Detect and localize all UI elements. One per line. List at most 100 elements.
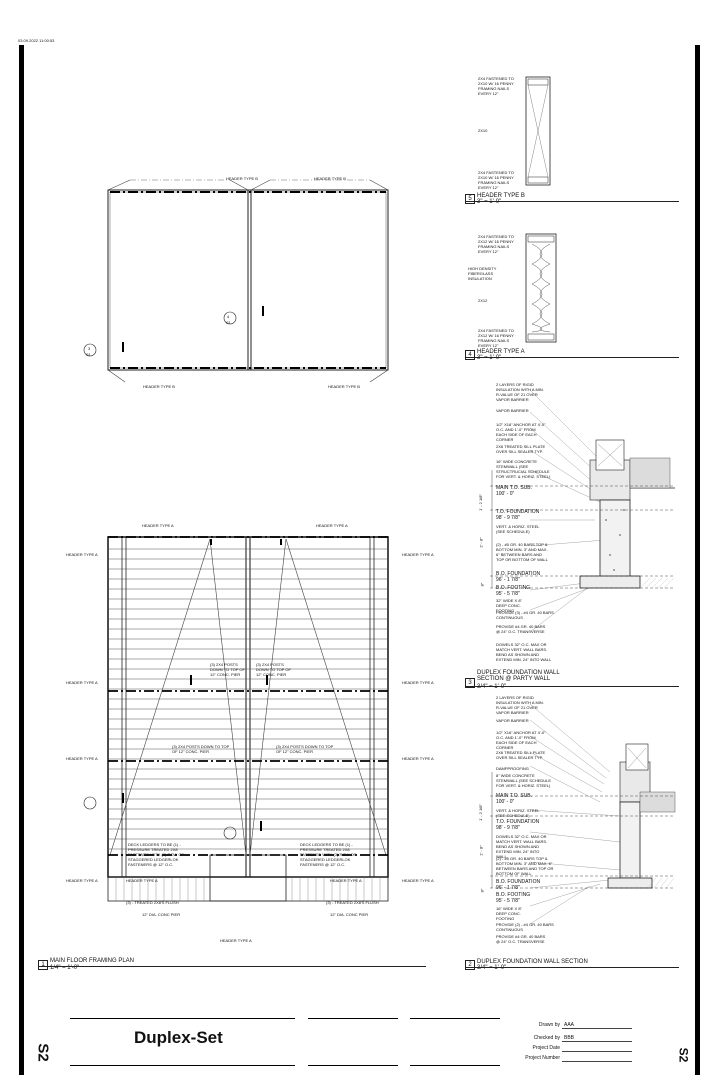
s3-note-2: 1/2" X16" ANCHOR AT 4'-0" O.C. AND 1'-0"…	[496, 422, 546, 442]
s2-note-3: 2X6 TREATED SILL PLATE OVER SILL SEALER …	[496, 750, 546, 760]
s2-note-1: VAPOR BARRIER	[496, 718, 529, 723]
view-1-title-rule	[38, 966, 426, 967]
plan-header-b-bottom-left: HEADER TYPE B	[143, 384, 175, 389]
title-block-rule-1	[70, 1018, 295, 1019]
s3-note-3: 2X6 TREATED SILL PLATE OVER SILL SEALER …	[496, 444, 546, 454]
plan-header-a-l2: HEADER TYPE A	[66, 680, 98, 685]
plan-header-a-l1: HEADER TYPE A	[66, 552, 98, 557]
plan-pier-right: 12" DIA. CONC PIER	[330, 912, 369, 917]
plan-header-a-bottom: HEADER TYPE A	[220, 938, 252, 943]
plan-header-a-r4: HEADER TYPE A	[402, 878, 434, 883]
view-1-number: 1	[38, 960, 48, 970]
plan-header-b-bottom-right: HEADER TYPE B	[328, 384, 360, 389]
header-a-detail-drawing	[525, 233, 557, 343]
s2-note-4: DAMPPROOFING	[496, 766, 529, 771]
view-2-title: DUPLEX FOUNDATION WALL SECTION	[477, 959, 588, 965]
drawn-by-rule	[562, 1028, 632, 1029]
plan-header-a-r3: HEADER TYPE A	[402, 756, 434, 761]
plan-posts-mid-right: (3) 2X4 POSTS DOWN TO TOP OF 12" CONC. P…	[276, 744, 334, 754]
section-3-drawing	[490, 389, 675, 633]
view-2-title-rule	[465, 967, 679, 968]
sheet-border-left	[19, 45, 24, 1075]
s3-note-1: VAPOR BARRIER	[496, 408, 529, 413]
s2-elev-0-name: MAIN T.O. SUB.	[496, 793, 533, 799]
sheet-number-left: S2	[34, 1043, 52, 1062]
view-4-scale: 3" = 1'-0"	[477, 355, 502, 361]
header-a-bottom-note: 2X4 FASTENED TO 2X12 W/ 16 PENNY FRAMING…	[478, 328, 514, 348]
plan-deck-ledger-right: DECK LEDGERS TO BE (1) - PRESSURE TREATE…	[300, 842, 356, 867]
view-3-number: 3	[465, 678, 475, 688]
s3-elev-2-value: 96' - 1 7/8"	[496, 577, 520, 583]
view-5-scale: 3" = 1'-0"	[477, 199, 502, 205]
s3-note-9: PROVIDE #4 GR. 40 BARS @ 24" O.C. TRANSV…	[496, 624, 546, 634]
date-stamp: 03.09.2022 11:00:53	[18, 38, 55, 43]
plan-posts-right: (3) 2X4 POSTS DOWN TO TOP OF 12" CONC. P…	[256, 662, 291, 677]
project-date-label: Project Date	[532, 1045, 560, 1051]
s2-note-6: VERT. & HORIZ. STEEL (SEE SCHEDULE)	[496, 808, 540, 818]
s3-dim-1: 2' - 8"	[478, 537, 484, 548]
s3-elev-2-name: B.O. FOUNDATION	[496, 571, 541, 577]
plan-header-a-l4: HEADER TYPE A	[66, 878, 98, 883]
s3-note-0: 2 LAYERS OF RIGID INSULATION WITH A MIN.…	[496, 382, 544, 402]
plan-header-a-bl: HEADER TYPE A	[126, 878, 158, 883]
s3-elev-1-value: 98' - 9 7/8"	[496, 515, 520, 521]
drawn-by-value: AAA	[564, 1022, 575, 1028]
upper-framing-plan	[83, 179, 389, 383]
view-4-title-rule	[465, 357, 679, 358]
drawn-by-label: Drawn by	[538, 1022, 560, 1028]
title-block-rule-6	[410, 1065, 500, 1066]
s3-elev-3-name: B.O. FOOTING	[496, 585, 531, 591]
s3-dim-2: 8"	[479, 582, 485, 587]
view-3-title-rule	[465, 686, 679, 687]
s2-elev-1-name: T.O. FOUNDATION	[496, 819, 540, 825]
s2-note-11: PROVIDE #4 GR. 40 BARS @ 24" O.C. TRANSV…	[496, 934, 546, 944]
sheet-number-right: S2	[676, 1047, 691, 1063]
view-5-title: HEADER TYPE B	[477, 193, 525, 199]
s3-dim-0: 1' - 2 1/8"	[477, 494, 483, 511]
view-4-number: 4	[465, 350, 475, 360]
s3-elev-1-name: T.O. FOUNDATION	[496, 509, 540, 515]
title-block-rule-2	[308, 1018, 398, 1019]
s3-note-4: 16" WIDE CONCRETE STEMWALL (SEE STRUCTRU…	[496, 459, 551, 479]
plan-pier-left: 12" DIA. CONC PIER	[142, 912, 181, 917]
s2-elev-1-value: 98' - 9 7/8"	[496, 825, 520, 831]
view-5-number: 5	[465, 194, 475, 204]
ref-s1-b: S1	[86, 352, 91, 357]
ref-s1: S1	[226, 320, 231, 325]
view-2-number: 2	[465, 960, 475, 970]
s3-elev-0-value: 100' - 0"	[496, 491, 515, 497]
plan-header-a-r2: HEADER TYPE A	[402, 680, 434, 685]
plan-posts-mid-left: (3) 2X4 POSTS DOWN TO TOP OF 12" CONC. P…	[172, 744, 230, 754]
main-floor-framing-plan	[83, 536, 389, 902]
plan-header-b-top-right: HEADER TYPE B	[314, 176, 346, 181]
section-2-drawing	[490, 703, 676, 925]
checked-by-label: Checked by	[533, 1035, 560, 1041]
s3-note-7: 32" WIDE X 8" DEEP CONC. FOOTING	[496, 598, 522, 613]
header-a-mid-note: 2X12	[478, 298, 488, 303]
s2-note-7: DOWELS 32" O.C. MAX OR MATCH VERT. WALL …	[496, 834, 548, 859]
plan-header-a-br: HEADER TYPE A	[330, 878, 362, 883]
project-number-rule	[562, 1061, 632, 1062]
plan-header-a-r1: HEADER TYPE A	[402, 552, 434, 557]
plan-flush-left: (3) - TREATED 2X8'S FLUSH	[126, 900, 179, 905]
project-date-rule	[562, 1051, 632, 1052]
plan-header-a-top-left: HEADER TYPE A	[142, 523, 174, 528]
s3-elev-0-name: MAIN T.O. SUB.	[496, 485, 533, 491]
project-name: Duplex-Set	[134, 1028, 223, 1047]
view-1-title: MAIN FLOOR FRAMING PLAN	[50, 958, 135, 964]
s2-elev-3-name: B.O. FOOTING	[496, 892, 531, 898]
s3-note-8: PROVIDE (3) - #4 GR. 40 BARS CONTINUOUS	[496, 610, 554, 620]
plan-header-a-l3: HEADER TYPE A	[66, 756, 98, 761]
view-3-title: DUPLEX FOUNDATION WALL SECTION @ PARTY W…	[477, 670, 560, 682]
project-number-label: Project Number	[525, 1055, 560, 1061]
title-block-rule-5	[308, 1065, 398, 1066]
s2-note-5: 8" WIDE CONCRETE STEMWALL (SEE SCHEDULE …	[496, 773, 552, 788]
s3-elev-3-value: 95' - 5 7/8"	[496, 591, 520, 597]
view-2-scale: 3/4" = 1'-0"	[477, 965, 507, 971]
header-b-bottom-note: 2X4 FASTENED TO 2X10 W/ 16 PENNY FRAMING…	[478, 170, 514, 190]
plan-flush-right: (3) - TREATED 2X8'S FLUSH	[326, 900, 379, 905]
ref-4: 4	[227, 314, 230, 319]
s2-note-9: 16" WIDE X 8" DEEP CONC. FOOTING	[496, 906, 522, 921]
header-b-mid-note: 2X10	[478, 128, 488, 133]
s2-elev-2-name: B.O. FOUNDATION	[496, 879, 541, 885]
